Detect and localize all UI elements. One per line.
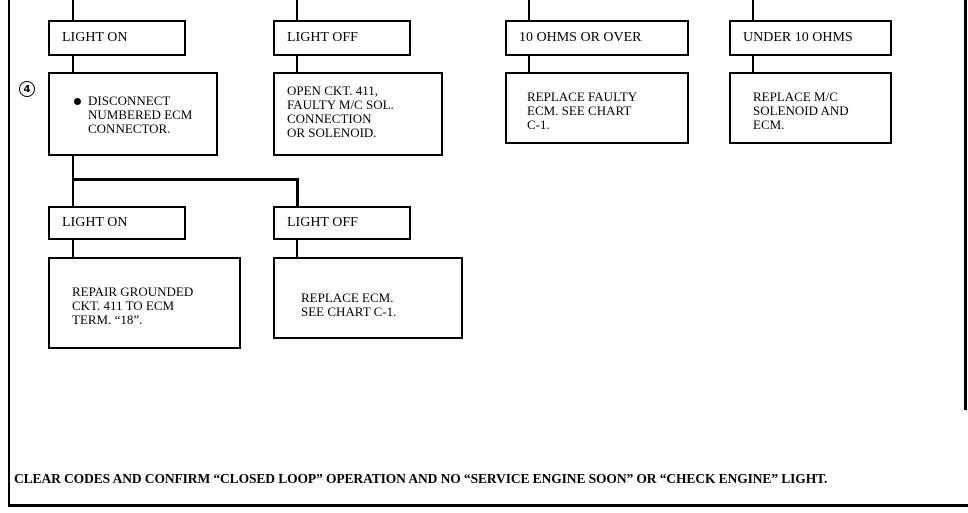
page-frame-bottom [8, 504, 968, 507]
replace-mc-solenoid-box: REPLACE M/C SOLENOID AND ECM. [729, 72, 892, 144]
light-off-box: LIGHT OFF [273, 20, 411, 56]
light-off-box-2: LIGHT OFF [273, 206, 411, 240]
connector-line [72, 156, 74, 206]
connector-line [296, 178, 299, 206]
connector-line [528, 0, 530, 20]
ohms-under-box: UNDER 10 OHMS [729, 20, 892, 56]
connector-line [72, 0, 74, 20]
disconnect-connector-box: DISCONNECT NUMBERED ECM CONNECTOR. [48, 72, 218, 156]
replace-faulty-ecm-box: REPLACE FAULTY ECM. SEE CHART C-1. [505, 72, 689, 144]
connector-line [296, 0, 298, 20]
light-on-box: LIGHT ON [48, 20, 186, 56]
connector-line [72, 239, 74, 257]
step-number-marker: 4 [19, 81, 35, 97]
ohms-over-box: 10 OHMS OR OVER [505, 20, 689, 56]
open-circuit-box: OPEN CKT. 411, FAULTY M/C SOL. CONNECTIO… [273, 72, 443, 156]
connector-line [72, 178, 298, 181]
page-frame-right [964, 0, 967, 410]
repair-grounded-box: REPAIR GROUNDED CKT. 411 TO ECM TERM. “1… [48, 257, 241, 349]
bullet-icon [74, 98, 81, 105]
footer-instruction: CLEAR CODES AND CONFIRM “CLOSED LOOP” OP… [14, 471, 828, 486]
light-on-box-2: LIGHT ON [48, 206, 186, 240]
connector-line [752, 56, 754, 72]
connector-line [296, 239, 298, 257]
connector-line [72, 56, 74, 72]
connector-line [528, 56, 530, 72]
page-frame-left [8, 0, 10, 506]
connector-line [296, 56, 298, 72]
replace-ecm-box: REPLACE ECM. SEE CHART C-1. [273, 257, 463, 339]
connector-line [752, 0, 754, 20]
